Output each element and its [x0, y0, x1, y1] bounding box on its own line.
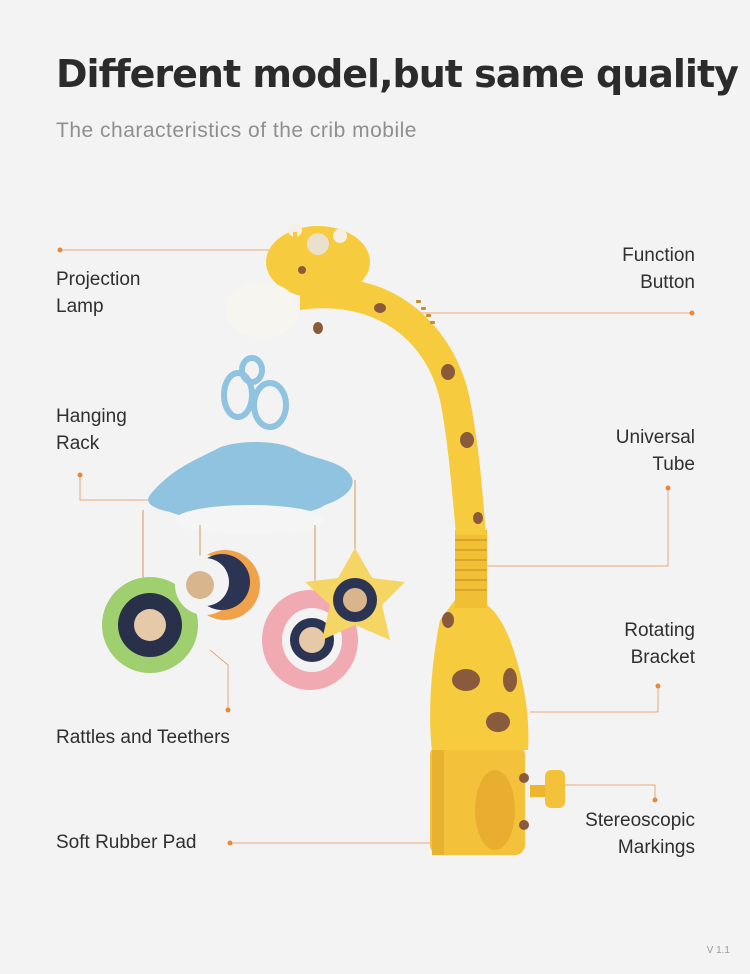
callout-rotating-bracket-line1: Rotating	[624, 620, 695, 641]
callout-stereoscopic-markings: Stereoscopic Markings	[585, 807, 695, 861]
callout-function-button-line1: Function	[622, 245, 695, 266]
callout-stereoscopic-markings-line2: Markings	[617, 837, 695, 858]
callout-projection-lamp-line2: Lamp	[56, 296, 104, 317]
moon-teether	[175, 550, 260, 620]
line-hanging-rack	[79, 475, 160, 501]
clamp-base	[430, 745, 565, 855]
callout-universal-tube: Universal Tube	[616, 424, 695, 478]
hanging-rack-ring	[221, 355, 289, 430]
line-rotating-bracket	[530, 686, 659, 713]
callout-universal-tube-line2: Tube	[652, 454, 695, 475]
callout-function-button-line2: Button	[640, 272, 695, 293]
version-label: V 1.1	[706, 945, 730, 956]
page-title: Different model,but same quality	[56, 52, 739, 96]
tube-ridges	[455, 539, 487, 591]
line-stereoscopic	[565, 784, 656, 800]
carousel-base	[175, 505, 325, 535]
flower-teether	[102, 577, 198, 673]
function-button-ridges	[416, 300, 435, 324]
page-subtitle: The characteristics of the crib mobile	[56, 119, 417, 142]
giraffe-neck	[300, 279, 486, 535]
callout-soft-rubber-pad: Soft Rubber Pad	[56, 832, 197, 853]
callout-dots	[57, 247, 695, 846]
ossicone-right	[333, 229, 347, 243]
carousel-rack	[148, 442, 353, 520]
callout-rattles-teethers: Rattles and Teethers	[56, 727, 230, 748]
callout-rotating-bracket-line2: Bracket	[630, 647, 695, 668]
callout-rotating-bracket: Rotating Bracket	[624, 617, 695, 671]
ossicone-left	[288, 223, 302, 237]
callout-projection-lamp: Projection Lamp	[56, 266, 141, 320]
knob	[530, 770, 565, 808]
callout-hanging-rack: Hanging Rack	[56, 403, 127, 457]
callout-lines	[60, 249, 692, 844]
callout-function-button: Function Button	[622, 242, 695, 296]
callout-hanging-rack-line1: Hanging	[56, 406, 127, 427]
line-rattles	[209, 649, 229, 710]
callout-stereoscopic-markings-line1: Stereoscopic	[585, 810, 695, 831]
bracket-spots	[442, 612, 517, 732]
star-teether	[305, 548, 405, 640]
giraffe-muzzle	[226, 282, 298, 338]
soft-rubber-pad	[475, 770, 515, 850]
projection-lamp-lens	[307, 233, 329, 255]
callout-hanging-rack-line2: Rack	[56, 433, 100, 454]
callout-universal-tube-line1: Universal	[615, 427, 695, 448]
giraffe-head	[266, 226, 370, 298]
line-universal-tube	[480, 488, 669, 567]
callout-projection-lamp-line1: Projection	[56, 269, 141, 290]
neck-spots	[313, 303, 483, 524]
rotating-bracket-body	[430, 600, 529, 750]
